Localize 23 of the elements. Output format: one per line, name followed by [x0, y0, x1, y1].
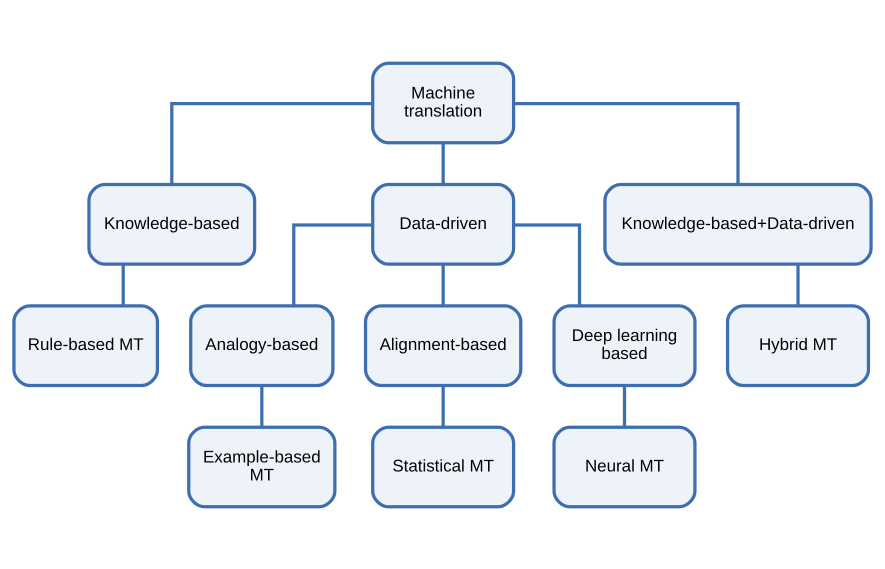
connector: [170, 102, 373, 184]
connector: [442, 142, 445, 184]
connector: [514, 222, 582, 306]
node-box: Example-based MT: [187, 425, 336, 508]
node-box: Deep learning based: [552, 304, 697, 387]
node-box: Neural MT: [552, 425, 697, 508]
connector: [292, 222, 372, 306]
connector: [622, 385, 626, 426]
node-box: Knowledge-based: [87, 182, 256, 266]
node-box: Analogy-based: [189, 304, 335, 387]
connector: [796, 264, 800, 306]
connector: [514, 102, 740, 184]
node-box: Statistical MT: [371, 425, 516, 508]
connector: [260, 385, 264, 426]
node-box: Alignment-based: [364, 304, 522, 387]
connector: [442, 385, 445, 426]
connector: [122, 264, 125, 306]
node-box: Knowledge-based+Data-driven: [603, 182, 873, 266]
node-box: Machine translation: [371, 61, 516, 144]
connector: [442, 264, 445, 306]
node-box: Data-driven: [371, 182, 516, 266]
node-box: Rule-based MT: [12, 304, 160, 387]
node-box: Hybrid MT: [726, 304, 870, 387]
